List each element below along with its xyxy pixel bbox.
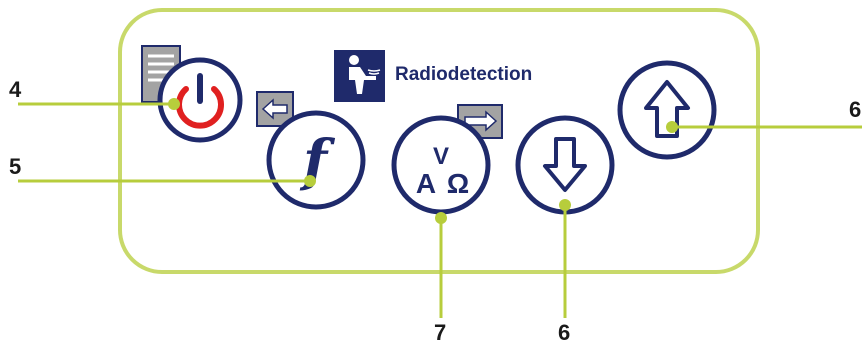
arrow-down-icon [543,137,587,192]
power-button-group [141,45,243,143]
up-button-group [617,60,717,160]
callout-6-up: 6 [849,97,861,122]
volt-label: V [433,143,449,170]
frequency-button[interactable] [266,110,366,210]
amp-label: A [416,168,436,199]
down-button-group [515,115,615,215]
leader-lines [18,102,862,318]
radiodetection-logo: Radiodetection [334,50,532,102]
brand-name: Radiodetection [395,64,532,85]
leader-dots [168,98,678,224]
callout-5: 5 [9,154,21,179]
callout-6-down: 6 [558,320,570,345]
measure-button-group: V A Ω [391,104,503,215]
callout-7: 7 [434,320,446,345]
volt-amp-ohm-icon: V A Ω [416,143,469,199]
ohm-label: Ω [447,168,469,199]
keypad-panel-outline [118,8,760,274]
callout-4: 4 [9,77,22,102]
arrow-up-icon [644,80,690,138]
frequency-button-group: f [256,91,366,210]
